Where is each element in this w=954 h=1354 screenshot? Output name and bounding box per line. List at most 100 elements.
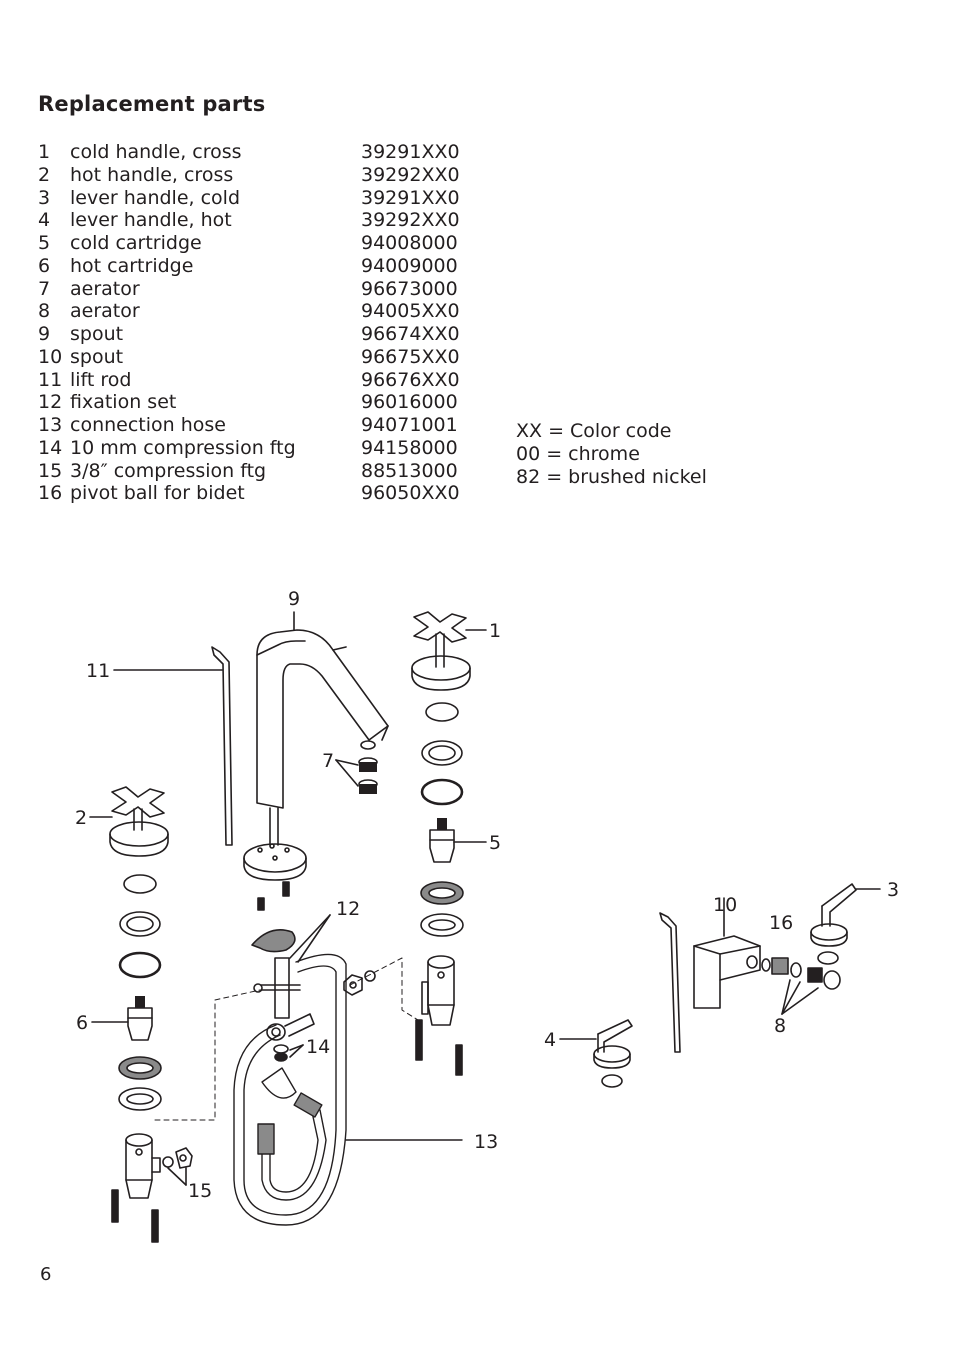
part-code: 96050XX0 bbox=[361, 482, 460, 505]
part-name: connection hose bbox=[70, 414, 226, 436]
part-code: 39291XX0 bbox=[361, 141, 460, 163]
part-number: 15 bbox=[38, 459, 63, 482]
spout-part-9 bbox=[243, 611, 389, 881]
part-number: 16 bbox=[38, 482, 63, 505]
part-code: 94009000 bbox=[361, 254, 458, 277]
part-code: 88513000 bbox=[361, 459, 458, 482]
callout-label: 16 bbox=[769, 912, 793, 934]
parts-list-row: 9 spout 96674XX0 bbox=[38, 323, 478, 346]
part-name: lever handle, hot bbox=[70, 209, 232, 232]
part-code: 39291XX0 bbox=[361, 186, 460, 209]
part-name: 10 mm compression ftg bbox=[70, 436, 296, 459]
cold-handle-cross-part bbox=[411, 611, 487, 691]
hex-nut-part bbox=[343, 970, 376, 996]
bidet-lift-rod bbox=[659, 912, 681, 1053]
valve-body-hot bbox=[111, 1133, 193, 1243]
part-code: 94071001 bbox=[361, 414, 458, 436]
part-number: 10 bbox=[38, 345, 63, 368]
parts-list-row: 1 cold handle, cross 39291XX0 bbox=[38, 141, 478, 164]
part-code: 94005XX0 bbox=[361, 300, 460, 323]
callout-label: 5 bbox=[489, 832, 501, 854]
callout-label: 13 bbox=[474, 1131, 498, 1153]
callout-label: 11 bbox=[86, 660, 110, 682]
part-name: pivot ball for bidet bbox=[70, 482, 245, 505]
part-code: 96674XX0 bbox=[361, 323, 460, 345]
part-number: 7 bbox=[38, 277, 51, 300]
part-name: 3/8″ compression ftg bbox=[70, 459, 267, 482]
page-number: 6 bbox=[40, 1264, 52, 1285]
parts-list-row: 4 lever handle, hot 39292XX0 bbox=[38, 209, 478, 232]
callout-label: 2 bbox=[75, 807, 87, 829]
spout-part-10 bbox=[693, 897, 761, 1009]
hot-handle-cross-part bbox=[89, 786, 169, 857]
part-number: 8 bbox=[38, 300, 51, 323]
legend-line: XX = Color code bbox=[516, 420, 672, 442]
lever-handle-cold-part bbox=[810, 883, 881, 965]
screw-part bbox=[257, 881, 290, 911]
part-number: 11 bbox=[38, 368, 63, 391]
part-name: cold handle, cross bbox=[70, 141, 242, 163]
aerator-part-8 bbox=[761, 957, 841, 1015]
callout-label: 9 bbox=[288, 588, 300, 610]
page-title: Replacement parts bbox=[38, 92, 266, 116]
part-number: 14 bbox=[38, 436, 63, 459]
parts-list-row: 7 aerator 96673000 bbox=[38, 278, 478, 301]
callout-label: 7 bbox=[322, 750, 334, 772]
dashed-guide-lines bbox=[154, 957, 419, 1121]
part-code: 96016000 bbox=[361, 391, 458, 414]
callout-label: 10 bbox=[713, 894, 737, 916]
part-code: 96673000 bbox=[361, 277, 458, 300]
part-number: 1 bbox=[38, 141, 51, 163]
parts-list-row: 12 fixation set 96016000 bbox=[38, 391, 478, 414]
callout-label: 3 bbox=[887, 879, 899, 901]
part-name: lever handle, cold bbox=[70, 186, 240, 209]
fixation-set-part bbox=[251, 914, 331, 1019]
valve-body-cold bbox=[415, 955, 463, 1076]
parts-list-row: 15 3/8″ compression ftg 88513000 bbox=[38, 460, 478, 483]
part-name: hot cartridge bbox=[70, 254, 194, 277]
parts-list-row: 10 spout 96675XX0 bbox=[38, 346, 478, 369]
part-name: spout bbox=[70, 345, 124, 368]
parts-list-row: 3 lever handle, cold 39291XX0 bbox=[38, 187, 478, 210]
part-name: aerator bbox=[70, 277, 140, 300]
part-name: lift rod bbox=[70, 368, 132, 391]
callout-label: 15 bbox=[188, 1180, 212, 1202]
part-code: 94158000 bbox=[361, 436, 458, 459]
callout-label: 8 bbox=[774, 1015, 786, 1037]
part-number: 9 bbox=[38, 323, 51, 345]
part-name: spout bbox=[70, 323, 124, 345]
parts-list-row: 8 aerator 94005XX0 bbox=[38, 300, 478, 323]
callout-label: 4 bbox=[544, 1029, 556, 1051]
part-number: 5 bbox=[38, 232, 51, 254]
callout-label: 14 bbox=[306, 1036, 330, 1058]
lift-rod-part bbox=[113, 646, 233, 846]
part-number: 3 bbox=[38, 186, 51, 209]
part-name: cold cartridge bbox=[70, 232, 202, 254]
part-name: aerator bbox=[70, 300, 140, 323]
part-number: 13 bbox=[38, 414, 63, 436]
part-number: 12 bbox=[38, 391, 63, 414]
color-code-legend: XX = Color code 00 = chrome 82 = brushed… bbox=[516, 420, 707, 489]
callout-label: 1 bbox=[489, 620, 501, 642]
aerator-part-7 bbox=[335, 740, 378, 794]
connection-hose-part bbox=[233, 953, 463, 1226]
part-code: 96675XX0 bbox=[361, 345, 460, 368]
lever-handle-hot-part bbox=[559, 1019, 633, 1088]
part-code: 39292XX0 bbox=[361, 209, 460, 232]
part-name: fixation set bbox=[70, 391, 177, 414]
part-number: 2 bbox=[38, 163, 51, 186]
parts-list-row: 14 10 mm compression ftg 94158000 bbox=[38, 437, 478, 460]
hot-valve-stack bbox=[91, 874, 162, 1111]
part-code: 39292XX0 bbox=[361, 163, 460, 186]
callout-label: 6 bbox=[76, 1012, 88, 1034]
legend-line: 00 = chrome bbox=[516, 443, 640, 465]
compression-fitting-14 bbox=[266, 1013, 315, 1062]
part-number: 4 bbox=[38, 209, 51, 232]
parts-list-row: 16 pivot ball for bidet 96050XX0 bbox=[38, 482, 478, 505]
